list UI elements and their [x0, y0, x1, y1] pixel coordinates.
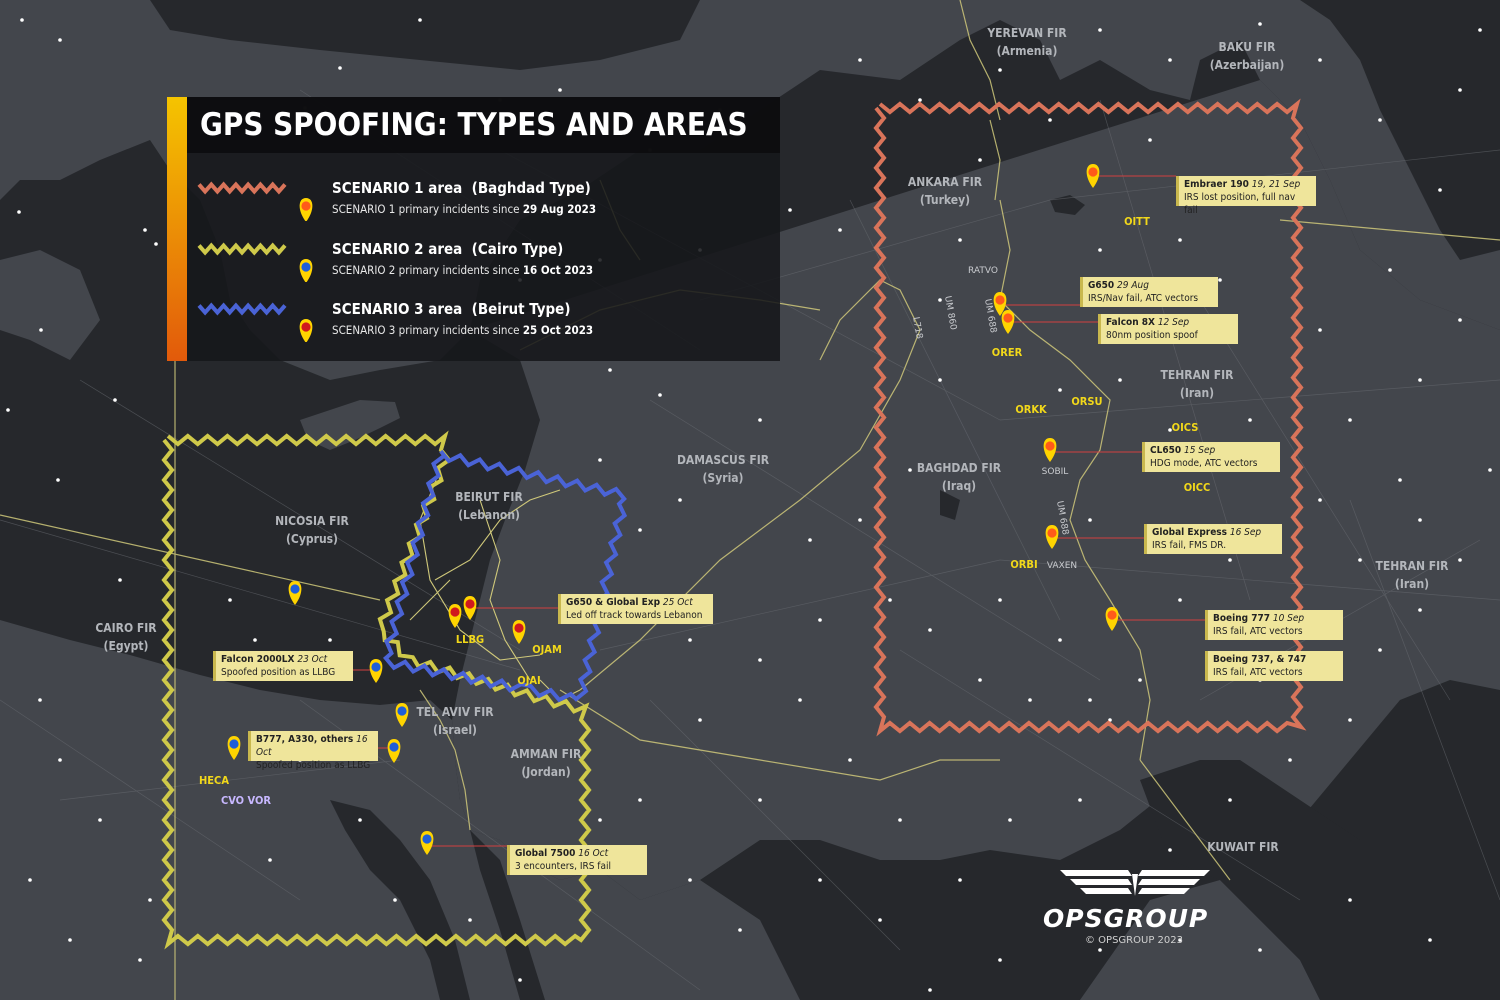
fir-beirut: BEIRUT FIR(Lebanon) [455, 490, 523, 522]
legend-row-scenario3: SCENARIO 3 area (Beirut Type) SCENARIO 3… [197, 300, 767, 342]
waypoint-ojam: OJAM [532, 643, 562, 656]
blue-pin-icon [227, 736, 241, 760]
fir-tehran-east: TEHRAN FIR(Iran) [1375, 559, 1449, 591]
lake [1050, 195, 1085, 215]
fir-ankara: ANKARA FIR(Turkey) [907, 175, 983, 207]
waypoint-orsu: ORSU [1071, 395, 1103, 408]
red-pin-icon [299, 319, 313, 342]
legend-scenario1-incidents: SCENARIO 1 primary incidents since 29 Au… [332, 202, 597, 216]
red-pin-icon [448, 604, 462, 628]
scenario2-line-sample [197, 242, 287, 256]
fir-nicosia: NICOSIA FIR(Cyprus) [275, 514, 349, 546]
orange-pin-icon [1043, 438, 1057, 462]
waypoint-orbi: ORBI [1010, 558, 1038, 571]
blue-pin-icon [299, 259, 313, 282]
red-pin-icon [512, 620, 526, 644]
legend-row-scenario2: SCENARIO 2 area (Cairo Type) SCENARIO 2 … [197, 240, 767, 282]
waypoint-oitt: OITT [1124, 215, 1150, 228]
label-sobil: SOBIL [1041, 467, 1069, 477]
fir-yerevan: YEREVAN FIR(Armenia) [987, 26, 1067, 58]
orange-pin-icon [299, 198, 313, 221]
navaid-dots [6, 18, 1492, 992]
waypoint-heca: HECA [199, 774, 229, 787]
caspian-sea [1300, 0, 1500, 260]
scenario3-area [383, 449, 628, 703]
gulf-of-suez [330, 800, 470, 1000]
waypoint-llbg: LLBG [455, 633, 485, 646]
red-pin-icon [463, 596, 477, 620]
fir-kuwait: KUWAIT FIR [1207, 840, 1279, 854]
opsgroup-logo: OPSGROUP © OPSGROUP 2023 [1040, 866, 1230, 956]
legend-scenario2-incidents: SCENARIO 2 primary incidents since 16 Oc… [332, 263, 594, 277]
brand-wordmark: OPSGROUP [1043, 904, 1209, 933]
legend-accent-bar [167, 97, 187, 361]
wings-icon [1060, 870, 1210, 896]
fir-baghdad: BAGHDAD FIR(Iraq) [916, 461, 1002, 493]
fir-baku: BAKU FIR(Azerbaijan) [1209, 40, 1285, 72]
red-pin-icon [299, 319, 313, 342]
waypoint-ojai: OJAI [517, 674, 541, 687]
legend-scenario2-heading: SCENARIO 2 area (Cairo Type) [332, 240, 564, 258]
fir-damascus: DAMASCUS FIR(Syria) [676, 453, 770, 485]
orange-pin-icon [1001, 310, 1015, 334]
waypoint-orkk: ORKK [1015, 403, 1047, 416]
orange-pin-icon [1086, 164, 1100, 188]
legend-scenario3-heading: SCENARIO 3 area (Beirut Type) [332, 300, 571, 318]
scenario2-area [161, 430, 592, 950]
persian-gulf [1140, 760, 1500, 1000]
scenario3-line-sample [197, 302, 287, 316]
blue-pin-icon [387, 739, 401, 763]
blue-pin-icon [288, 581, 302, 605]
blue-pin-icon [299, 259, 313, 282]
waypoint-cvo-vor: CVO VOR [220, 794, 272, 807]
scenario1-area [873, 98, 1307, 737]
incident-pins [227, 164, 1119, 855]
blue-pin-icon [369, 659, 383, 683]
legend-title: GPS SPOOFING: TYPES AND AREAS [200, 107, 748, 143]
waypoint-oicc: OICC [1183, 481, 1211, 494]
waypoint-oics: OICS [1171, 421, 1199, 434]
gulf-of-aqaba [470, 830, 545, 1000]
legend-scenario3-incidents: SCENARIO 3 primary incidents since 25 Oc… [332, 323, 594, 337]
orange-pin-icon [993, 292, 1007, 316]
callout-boeing737-747: Boeing 737, & 747 IRS fail, ATC vectors [1205, 651, 1343, 681]
orange-pin-icon [1105, 607, 1119, 631]
scenario1-line-sample [197, 181, 287, 195]
brand-copyright: © OPSGROUP 2023 [1085, 935, 1183, 946]
blue-pin-icon [395, 703, 409, 727]
legend-row-scenario1: SCENARIO 1 area (Baghdad Type) SCENARIO … [197, 179, 767, 221]
fir-cairo: CAIRO FIR(Egypt) [95, 621, 157, 653]
orange-pin-icon [299, 198, 313, 221]
legend-title-band [187, 97, 780, 153]
black-sea [150, 0, 700, 70]
fir-telaviv: TEL AVIV FIR(Israel) [416, 705, 494, 737]
orange-pin-icon [1045, 525, 1059, 549]
callout-leaders [352, 175, 1205, 847]
label-vaxen: VAXEN [1046, 561, 1078, 571]
legend-panel: GPS SPOOFING: TYPES AND AREAS SCENARIO 1… [167, 97, 780, 361]
label-ratvo: RATVO [968, 266, 998, 276]
blue-pin-icon [420, 831, 434, 855]
fir-tehran: TEHRAN FIR(Iran) [1160, 368, 1234, 400]
waypoint-orer: ORER [991, 346, 1023, 359]
legend-scenario1-heading: SCENARIO 1 area (Baghdad Type) [332, 179, 591, 197]
fir-amman: AMMAN FIR(Jordan) [510, 747, 582, 779]
